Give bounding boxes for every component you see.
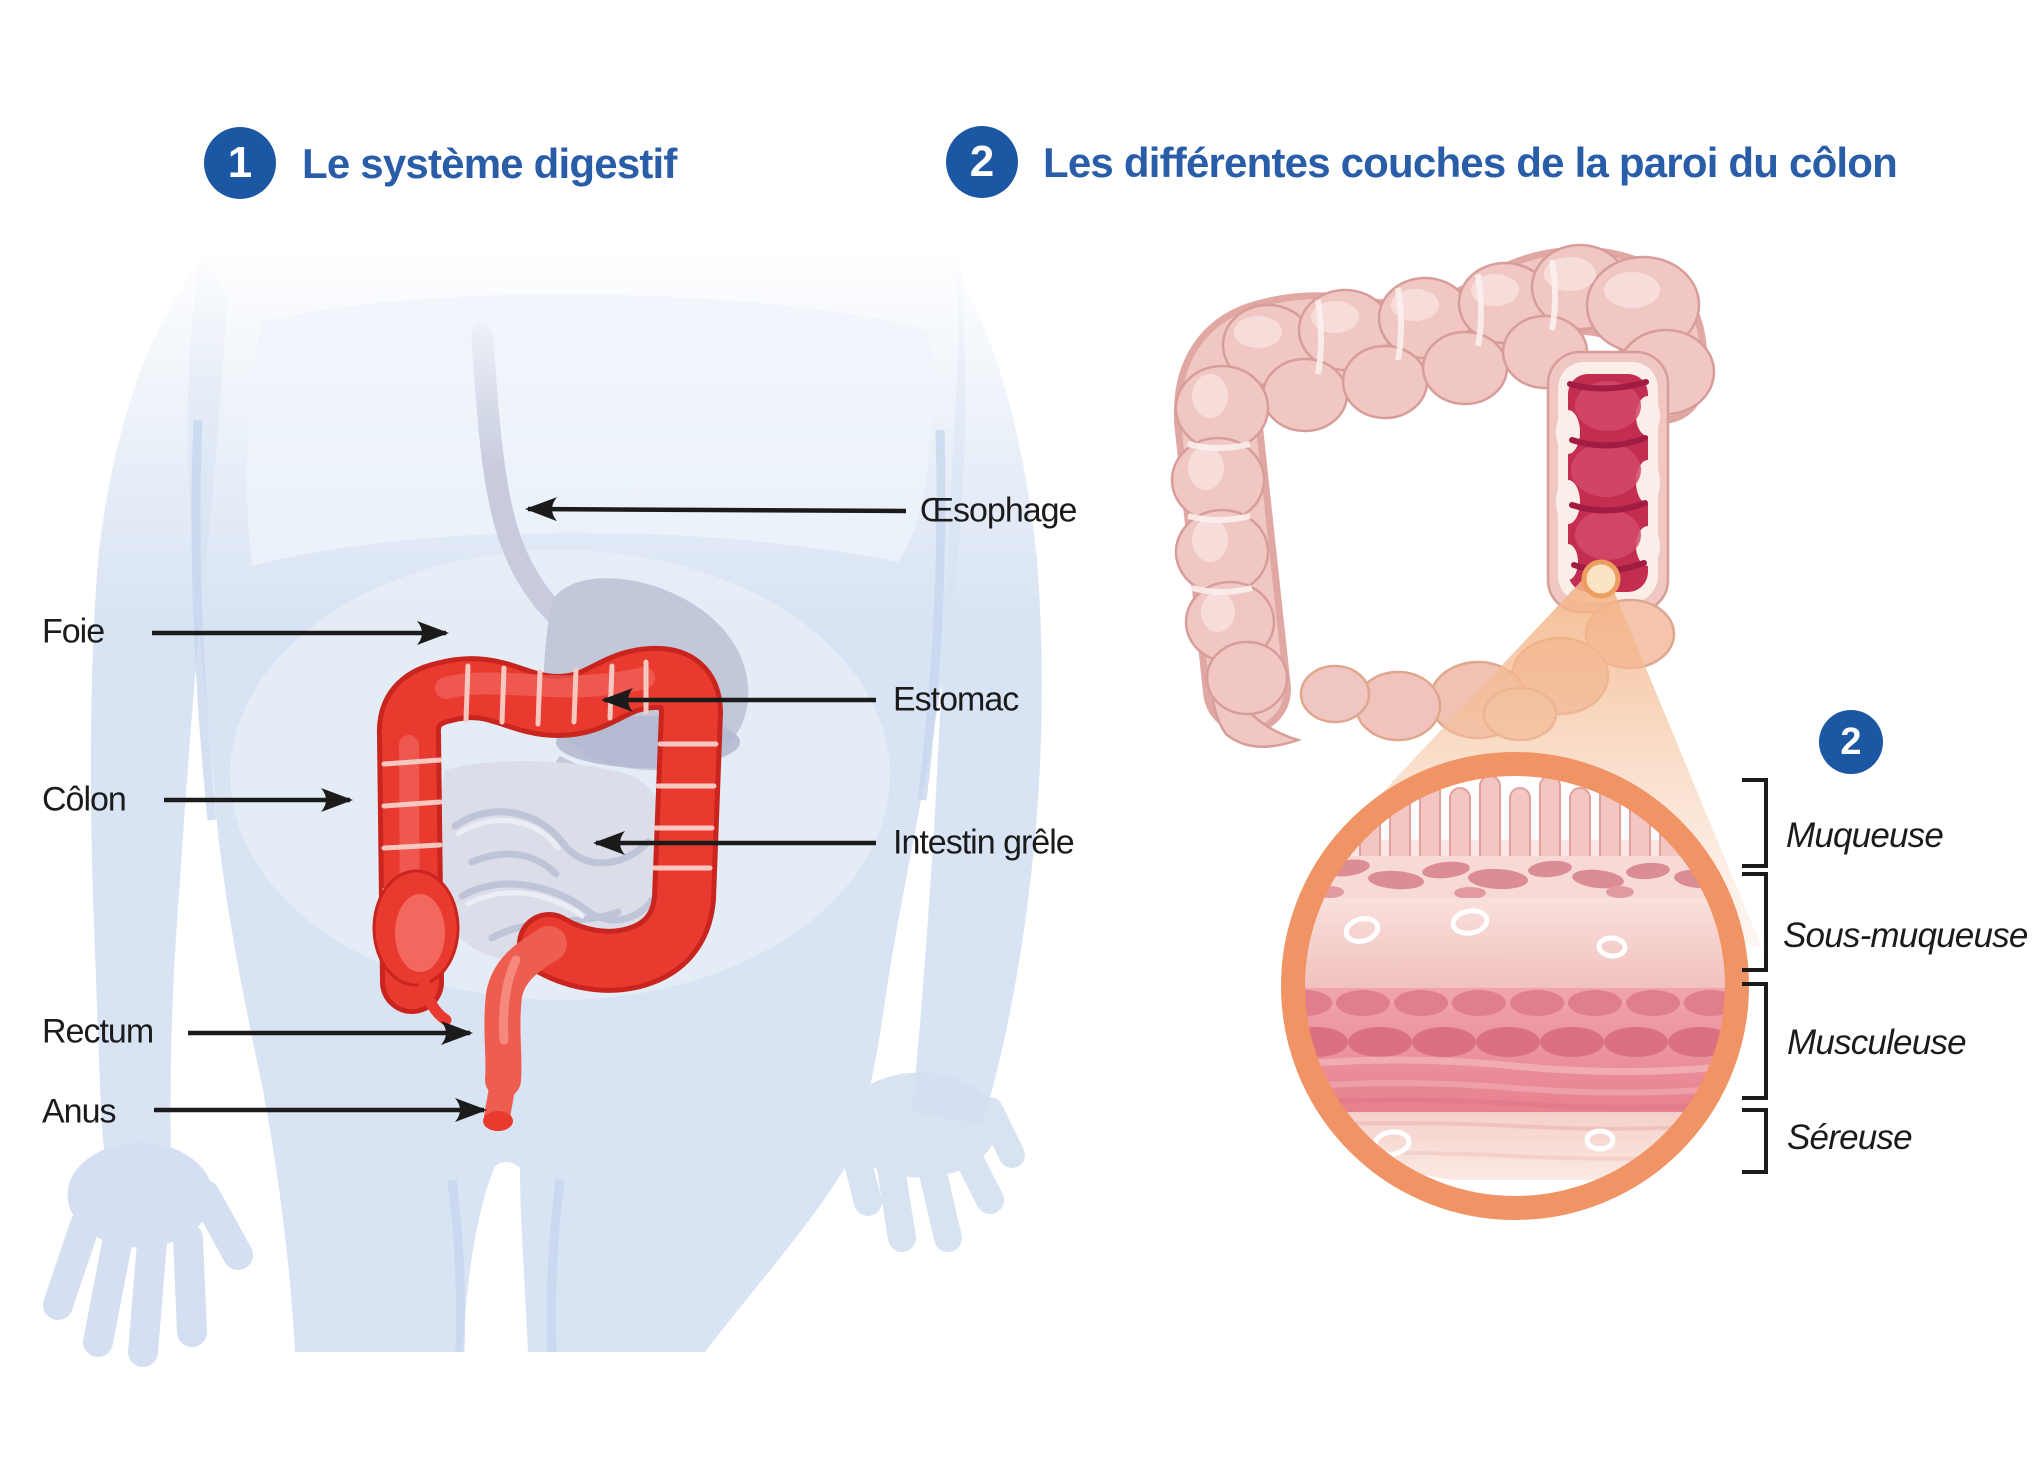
label-sereuse: Séreuse xyxy=(1787,1118,1913,1157)
colon-cut-section xyxy=(1546,350,1670,614)
panel2-number-badge: 2 xyxy=(946,126,1018,198)
label-oesophage: Œsophage xyxy=(920,491,1077,530)
label-foie: Foie xyxy=(42,612,105,651)
zoom-source-dot xyxy=(1581,559,1621,599)
sous-muqueuse-bracket xyxy=(1742,872,1768,972)
anus-graphic xyxy=(483,1111,513,1131)
label-estomac: Estomac xyxy=(893,680,1019,719)
panel2-title: Les différentes couches de la paroi du c… xyxy=(1043,139,1898,186)
zoom-number: 2 xyxy=(1840,720,1862,763)
sereuse-bracket xyxy=(1742,1108,1768,1174)
label-rectum: Rectum xyxy=(42,1012,154,1051)
panel2-number: 2 xyxy=(969,137,995,186)
musculeuse-layer-graphic xyxy=(1293,988,1737,1112)
sous-muqueuse-layer-graphic xyxy=(1293,898,1737,988)
musculeuse-bracket xyxy=(1742,982,1768,1100)
colon-wall-zoom-circle xyxy=(1281,752,1749,1220)
label-sous-muqueuse: Sous-muqueuse xyxy=(1783,916,2028,955)
rectum-graphic xyxy=(483,926,567,1131)
label-muqueuse: Muqueuse xyxy=(1786,816,1944,855)
left-hand xyxy=(43,1142,253,1367)
oesophagus-graphic xyxy=(471,324,565,623)
label-musculeuse: Musculeuse xyxy=(1787,1023,1967,1062)
colon-graphic-pink xyxy=(1170,243,1716,748)
label-colon: Côlon xyxy=(42,780,127,819)
panel1-number-badge: 1 xyxy=(204,127,276,199)
muqueuse-bracket xyxy=(1742,778,1768,868)
zoom-number-badge: 2 xyxy=(1819,710,1883,774)
colon-graphic-red xyxy=(372,645,723,1131)
chest-highlight xyxy=(246,294,932,566)
oesophage-arrow xyxy=(525,497,907,522)
appendix-graphic xyxy=(418,976,452,1026)
zoom-ring xyxy=(1281,752,1749,1220)
label-intestin-grele: Intestin grêle xyxy=(893,823,1075,862)
right-hand xyxy=(838,1072,1025,1252)
label-anus: Anus xyxy=(42,1092,116,1131)
panel1-title: Le système digestif xyxy=(302,140,677,187)
panel1-number: 1 xyxy=(227,138,253,187)
